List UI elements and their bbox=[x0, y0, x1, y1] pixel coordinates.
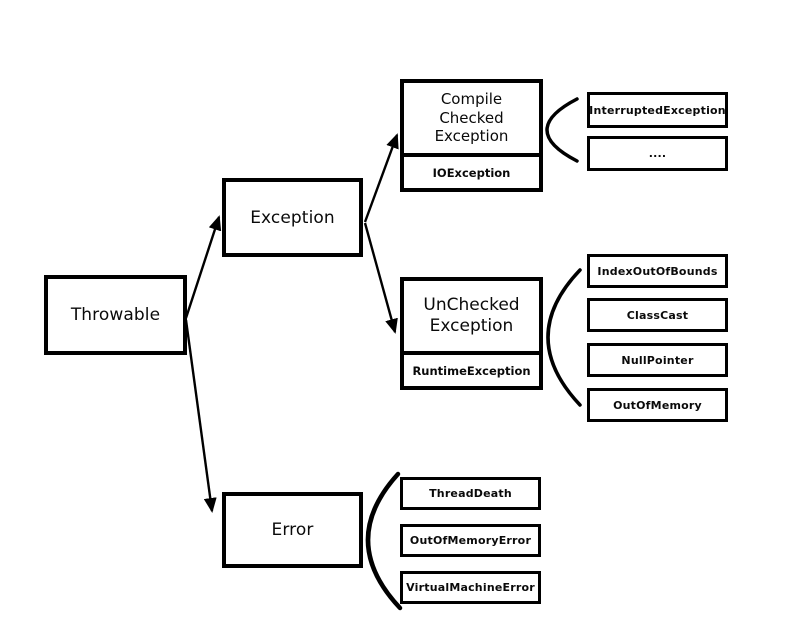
leaf-interruptedexception: InterruptedException bbox=[587, 92, 728, 128]
node-compile-checked-exception-label: Compile Checked Exception bbox=[434, 89, 509, 146]
arrow-exception-to-unchecked-icon bbox=[363, 222, 398, 334]
leaf-threaddeath: ThreadDeath bbox=[400, 477, 541, 510]
leaf-outofmemoryerror: OutOfMemoryError bbox=[400, 524, 541, 557]
node-compile-checked-exception: Compile Checked Exception IOException bbox=[400, 79, 543, 192]
node-throwable: Throwable bbox=[44, 275, 187, 355]
leaf-ellipsis-label: .... bbox=[648, 147, 667, 160]
leaf-virtualmachineerror: VirtualMachineError bbox=[400, 571, 541, 604]
leaf-virtualmachineerror-label: VirtualMachineError bbox=[406, 581, 535, 594]
leaf-indexoutofbounds-label: IndexOutOfBounds bbox=[597, 264, 718, 278]
node-throwable-label: Throwable bbox=[70, 305, 161, 325]
node-unchecked-exception-subtype-area: RuntimeException bbox=[404, 351, 539, 386]
bracket-error-examples-icon bbox=[365, 471, 403, 611]
node-compile-checked-exception-subtype-area: IOException bbox=[404, 153, 539, 188]
node-error: Error bbox=[222, 492, 363, 568]
arrow-throwable-to-exception-icon bbox=[184, 215, 222, 319]
leaf-nullpointer: NullPointer bbox=[587, 343, 728, 377]
node-runtimeexception-label: RuntimeException bbox=[412, 363, 531, 378]
node-error-label: Error bbox=[271, 520, 314, 540]
leaf-outofmemory: OutOfMemory bbox=[587, 388, 728, 422]
leaf-outofmemory-label: OutOfMemory bbox=[613, 398, 702, 412]
leaf-classcast: ClassCast bbox=[587, 298, 728, 332]
leaf-indexoutofbounds: IndexOutOfBounds bbox=[587, 254, 728, 288]
arrow-exception-to-compile-checked-icon bbox=[363, 133, 399, 223]
leaf-outofmemoryerror-label: OutOfMemoryError bbox=[409, 534, 532, 547]
node-compile-checked-exception-title-area: Compile Checked Exception bbox=[404, 83, 539, 153]
leaf-ellipsis: .... bbox=[587, 136, 728, 171]
leaf-classcast-label: ClassCast bbox=[626, 308, 689, 322]
arrow-throwable-to-error-icon bbox=[184, 319, 217, 513]
bracket-unchecked-examples-icon bbox=[546, 268, 582, 407]
node-unchecked-exception-title-area: UnChecked Exception bbox=[404, 281, 539, 351]
node-unchecked-exception: UnChecked Exception RuntimeException bbox=[400, 277, 543, 390]
leaf-threaddeath-label: ThreadDeath bbox=[429, 487, 512, 500]
node-ioexception-label: IOException bbox=[432, 165, 511, 180]
node-exception: Exception bbox=[222, 178, 363, 257]
node-unchecked-exception-label: UnChecked Exception bbox=[423, 294, 520, 336]
leaf-nullpointer-label: NullPointer bbox=[621, 353, 694, 367]
leaf-interruptedexception-label: InterruptedException bbox=[589, 103, 726, 117]
bracket-checked-examples-icon bbox=[545, 97, 579, 163]
node-exception-label: Exception bbox=[250, 207, 335, 228]
